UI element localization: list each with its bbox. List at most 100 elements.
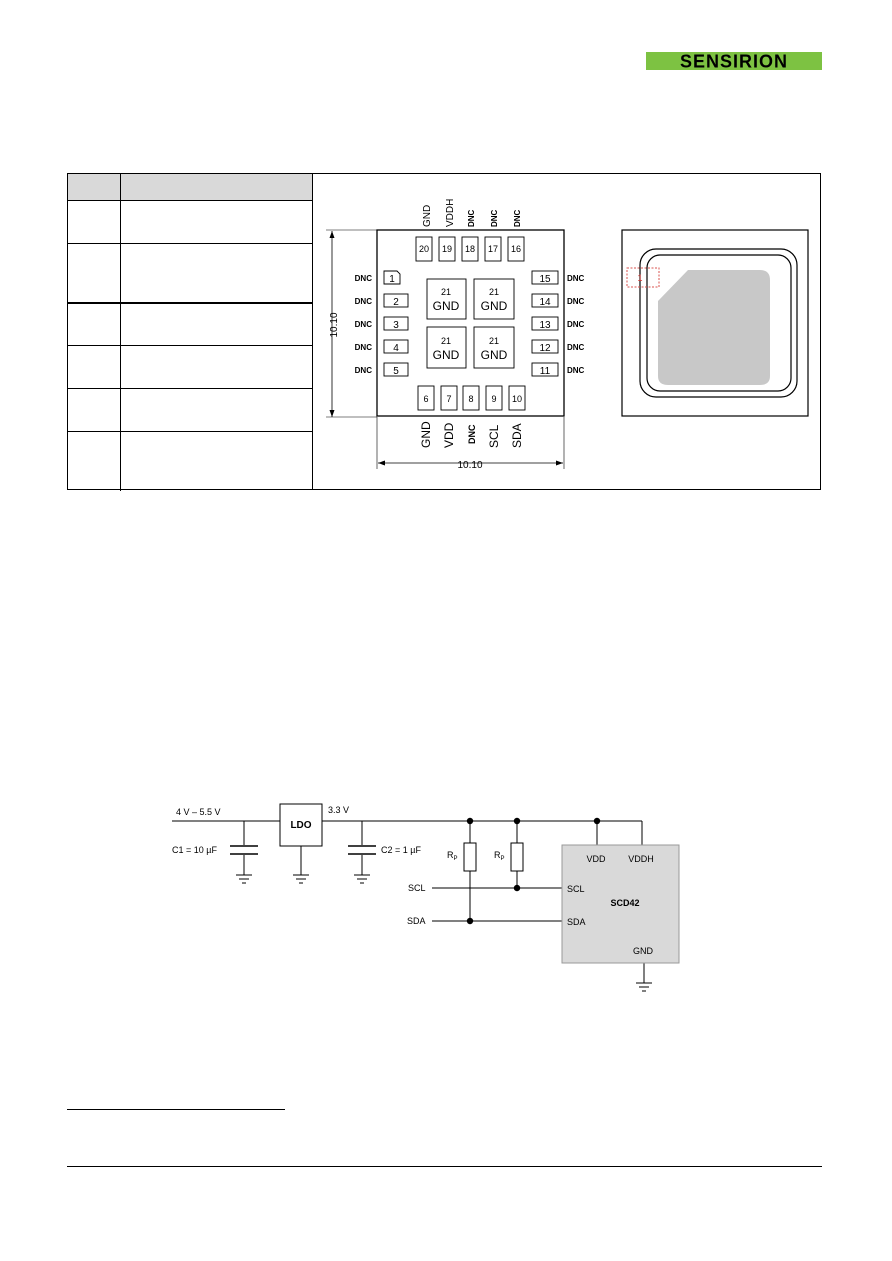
wires (172, 820, 645, 983)
table-row (68, 431, 312, 432)
typical-application-circuit: LDO VDD VDDH SCL SDA SCD42 GND 4 V – 5.5… (172, 803, 680, 992)
pin-pad (461, 236, 479, 262)
dim-arrow (378, 460, 385, 466)
table-col-divider (120, 174, 121, 491)
pin-pad (383, 270, 401, 285)
ground-symbol (293, 874, 309, 884)
junction-dot (466, 817, 474, 825)
capacitor-c1 (230, 845, 258, 855)
pad-number: 21 (489, 287, 499, 297)
pin-label: DNC (355, 343, 373, 352)
pin-label: GND (419, 421, 433, 448)
table-row (68, 302, 312, 304)
pad-label: GND (433, 299, 460, 313)
capacitor-c2 (348, 845, 376, 855)
resistor-rp2 (510, 842, 524, 872)
chip-scl-label: SCL (567, 884, 585, 894)
pin-pad (485, 385, 503, 411)
c2-label: C2 = 1 µF (381, 845, 421, 855)
pin-pad (440, 385, 458, 411)
pins-right: 15 DNC 14 DNC 13 DNC 12 DNC 11 DNC (531, 270, 585, 377)
pin-number: 4 (393, 343, 399, 354)
ldo-box (279, 803, 323, 847)
pin-number: 2 (393, 297, 399, 308)
sensor-ring-inner (646, 254, 792, 392)
sensor-ring-outer (639, 248, 798, 398)
pin-number: 9 (491, 394, 496, 404)
pin-label: DNC (567, 320, 585, 329)
pin-label: DNC (355, 274, 373, 283)
dim-height-label: 10.10 (329, 312, 340, 337)
input-voltage-label: 4 V – 5.5 V (176, 807, 221, 817)
pins-top: 20 GND 19 VDDH 18 DNC 17 DNC 16 DNC (415, 199, 525, 262)
chip-name: SCD42 (610, 898, 639, 908)
pin-number: 8 (468, 394, 473, 404)
chip-vddh-label: VDDH (628, 854, 654, 864)
pin-number: 11 (540, 366, 551, 377)
pin-number: 6 (423, 394, 428, 404)
pin-pad (383, 362, 409, 377)
scl-line-label: SCL (408, 883, 426, 893)
package-pinout-diagram: 10.10 10.10 1 DNC 2 DNC 3 DNC 4 DNC 5 DN… (326, 199, 585, 471)
footer-rule (67, 1166, 822, 1167)
logo-text: SENSIRION (680, 52, 788, 70)
scd42-chip (561, 844, 680, 964)
pin-label: DNC (567, 297, 585, 306)
pin-number: 14 (539, 297, 551, 308)
pin-label: DNC (567, 274, 585, 283)
chip-vdd-label: VDD (586, 854, 606, 864)
pin-label: DNC (355, 320, 373, 329)
pin-label: VDD (442, 422, 456, 448)
pin-pad (508, 385, 526, 411)
pin-label: SDA (510, 423, 524, 448)
pin-number: 13 (539, 320, 551, 331)
ldo-label: LDO (290, 820, 311, 831)
pin-label: DNC (567, 343, 585, 352)
table-row (68, 388, 312, 389)
pin-number: 20 (419, 244, 429, 254)
pin-number: 17 (488, 244, 498, 254)
pin-pad (383, 316, 409, 331)
pin-label: DNC (467, 424, 477, 444)
sensor-top-view: 1 (621, 229, 809, 417)
pin-pad (438, 236, 456, 262)
pad-number: 21 (489, 336, 499, 346)
sensor-cap (658, 270, 770, 385)
table-row (68, 200, 312, 201)
pin-pad (531, 293, 559, 308)
gnd-pad (473, 278, 515, 320)
pin-pad (531, 362, 559, 377)
pin-number: 16 (511, 244, 521, 254)
pin-pad (415, 236, 433, 262)
table-col-divider (312, 174, 313, 489)
pin-pad (417, 385, 435, 411)
pin-pad (462, 385, 480, 411)
pins-left: 1 DNC 2 DNC 3 DNC 4 DNC 5 DNC (355, 270, 409, 377)
junction-dot (593, 817, 601, 825)
pin-label: DNC (355, 297, 373, 306)
pin-1-marker (626, 267, 660, 288)
sensirion-logo: SENSIRION (646, 52, 822, 72)
pin-label: DNC (355, 366, 373, 375)
ground-symbol (354, 874, 370, 884)
junction-dot (466, 917, 474, 925)
pin-number: 7 (446, 394, 451, 404)
pad-number: 21 (441, 336, 451, 346)
rp1-label: RP (447, 850, 458, 862)
pin-number: 18 (465, 244, 475, 254)
logo-background (646, 52, 822, 70)
pin-number: 15 (539, 274, 551, 285)
gnd-pad (426, 278, 467, 320)
pin-pad (531, 316, 559, 331)
pin-assignment-table (67, 173, 821, 491)
pin-pad (507, 236, 525, 262)
pin-number: 12 (539, 343, 551, 354)
pin-number: 5 (393, 366, 399, 377)
junction-dot (513, 884, 521, 892)
pin-number: 3 (393, 320, 399, 331)
pad-label: GND (433, 348, 460, 362)
gnd-pad (473, 326, 515, 369)
pin-pad (383, 293, 409, 308)
dim-width-label: 10.10 (457, 460, 482, 471)
table-row (68, 243, 312, 244)
